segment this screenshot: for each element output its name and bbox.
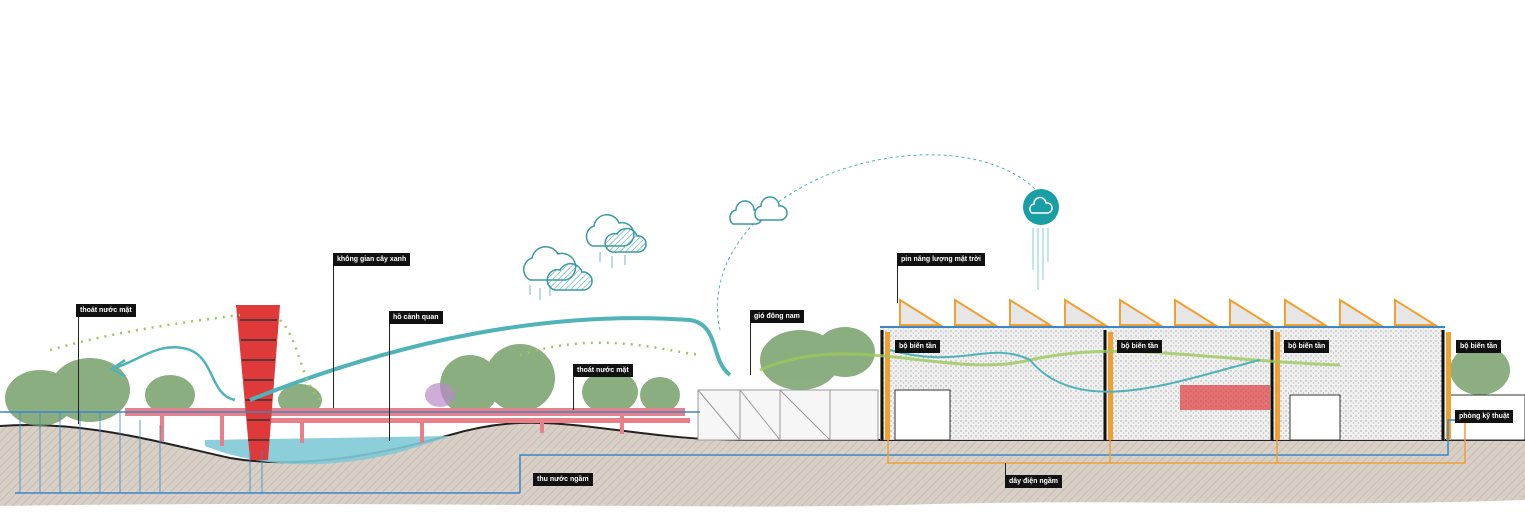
label-inverter: bộ biến tần [1456, 340, 1502, 353]
underground-cables [887, 420, 1466, 464]
leader-line [78, 314, 79, 424]
label-underground-cable: dây điện ngầm [1005, 475, 1063, 488]
label-surface-drainage-mid: thoát nước mặt [573, 364, 633, 377]
green-air-flow-dotted [49, 313, 701, 401]
label-landscape-lake: hồ cảnh quan [389, 311, 443, 324]
water-cycle-arc [717, 154, 1041, 331]
interior-wind-flow [889, 349, 1261, 393]
label-southeast-wind: gió đông nam [750, 310, 804, 323]
ground-section [0, 422, 1525, 507]
wind-arrowhead [109, 358, 126, 378]
wind-flow-main [249, 316, 732, 402]
sawtooth-roof [899, 298, 1439, 326]
glass-pavilion [697, 389, 879, 441]
leader-line [573, 374, 574, 410]
label-groundwater-collection: thu nước ngầm [533, 473, 593, 486]
leader-line [897, 263, 898, 303]
label-surface-drainage-left: thoát nước mặt [76, 304, 136, 317]
label-inverter: bộ biến tần [895, 340, 941, 353]
label-inverter: bộ biến tần [1117, 340, 1163, 353]
leader-line [389, 321, 390, 441]
rain-badge-icon [1023, 189, 1059, 290]
flowering-tree [425, 383, 455, 407]
label-inverter: bộ biến tần [1284, 340, 1330, 353]
label-technical-room: phòng kỹ thuật [1455, 410, 1514, 423]
leader-line [1005, 463, 1006, 475]
red-tower [236, 305, 280, 460]
red-machinery [1180, 385, 1270, 410]
label-green-space: không gian cây xanh [333, 253, 411, 266]
label-solar-panels: pin năng lượng mặt trời [897, 253, 985, 266]
leader-line [333, 263, 334, 408]
leader-line [750, 320, 751, 375]
factory-building [880, 298, 1525, 441]
wind-flow-left [114, 346, 236, 402]
rain-cloud-icon [522, 196, 788, 300]
